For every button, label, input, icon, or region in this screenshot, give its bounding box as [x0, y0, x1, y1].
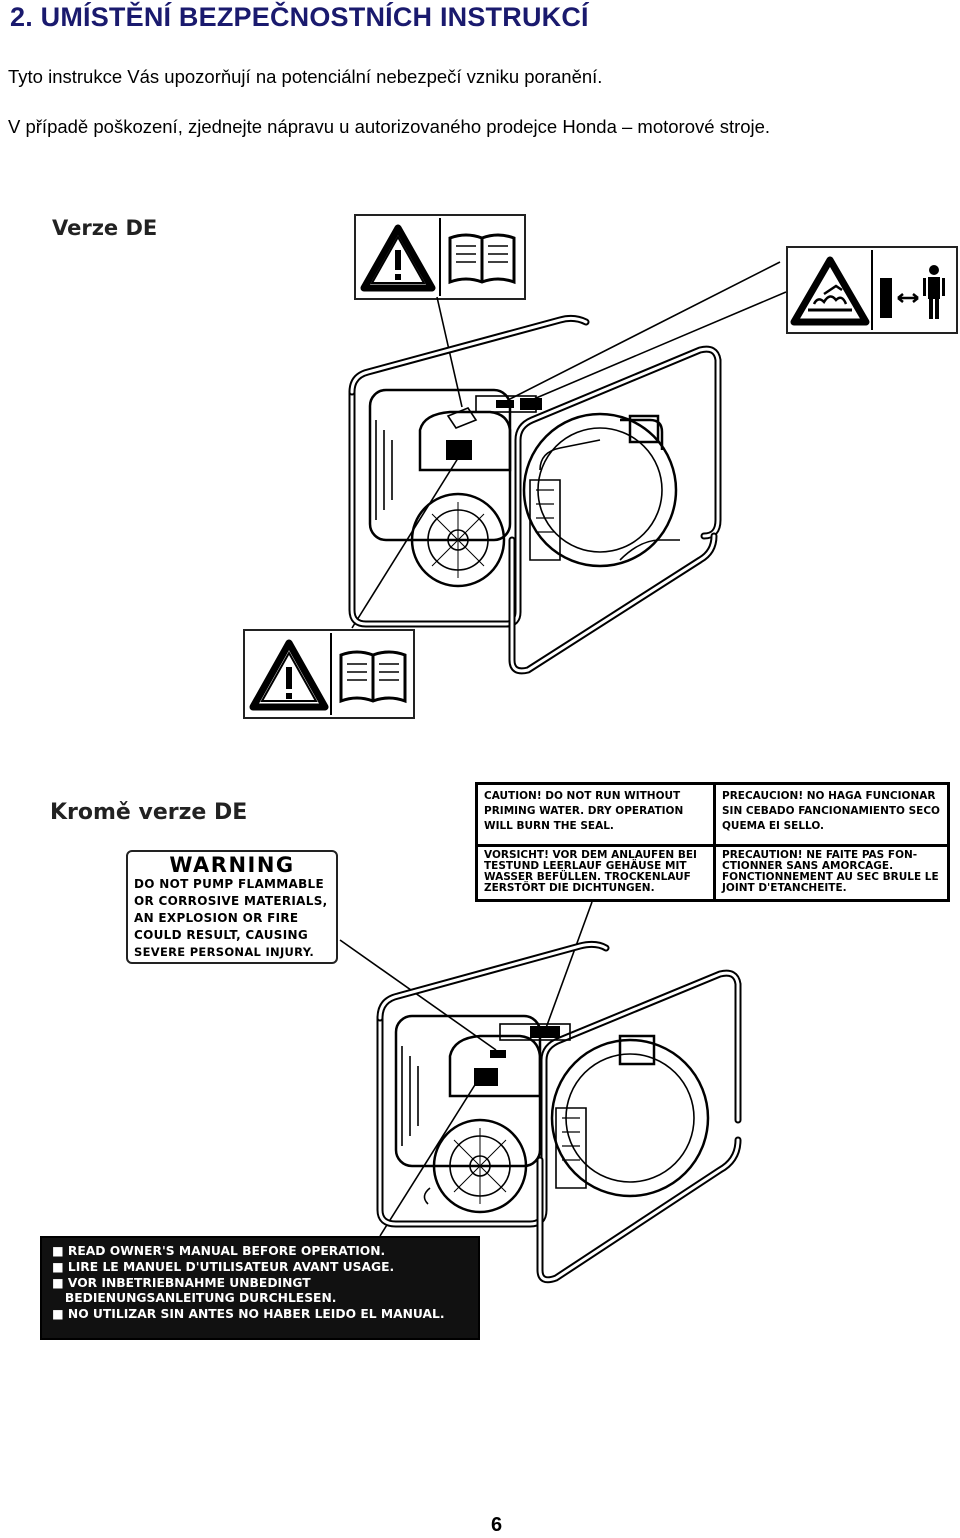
- caution-line: VORSICHT! VOR DEM ANLAUFEN BEI: [484, 849, 697, 861]
- hot-surface-icon: [790, 256, 870, 326]
- caution-line: WASSER BEFÜLLEN. TROCKENLAUF: [484, 871, 691, 883]
- caution-line: SIN CEBADO FANCIONAMIENTO SECO: [722, 805, 940, 817]
- caution-line: FONCTIONNEMENT AU SEC BRULE LE: [722, 871, 939, 883]
- caution-line: PRIMING WATER. DRY OPERATION: [484, 805, 684, 817]
- caution-decal: CAUTION! DO NOT RUN WITHOUT PRIMING WATE…: [475, 782, 950, 902]
- manual-notice-line: ■ NO UTILIZAR SIN ANTES NO HABER LEIDO E…: [52, 1307, 445, 1322]
- caution-line: QUEMA EI SELLO.: [722, 820, 825, 832]
- caution-line: JOINT D'ETANCHEITE.: [722, 882, 847, 894]
- warning-line: AN EXPLOSION OR FIRE: [134, 911, 299, 925]
- version-de-label: Verze DE: [52, 216, 158, 240]
- page-number: 6: [491, 1514, 503, 1536]
- warning-triangle-icon: [249, 639, 329, 711]
- caution-cell-fr: PRECAUTION! NE FAITE PAS FON- CTIONNER S…: [716, 847, 947, 899]
- manual-book-icon: [339, 650, 407, 704]
- warning-line: OR CORROSIVE MATERIALS,: [134, 894, 328, 908]
- repair-note: V případě poškození, zjednejte nápravu u…: [8, 116, 771, 137]
- caution-line: PRECAUTION! NE FAITE PAS FON-: [722, 849, 918, 861]
- pump-illustration-de: [348, 261, 787, 675]
- caution-line: TESTUND LEERLAUF GEHÄUSE MIT: [484, 860, 687, 872]
- intro-text: Tyto instrukce Vás upozorňují na potenci…: [8, 66, 603, 87]
- caution-line: ZERSTÖRT DIE DICHTUNGEN.: [484, 882, 655, 894]
- caution-line: PRECAUCION! NO HAGA FUNCIONAR: [722, 790, 936, 802]
- caution-cell-es: PRECAUCION! NO HAGA FUNCIONAR SIN CEBADO…: [716, 785, 947, 847]
- decal-warning-manual-top: [354, 214, 526, 300]
- manual-notice-line: ■ VOR INBETRIEBNAHME UNBEDINGT: [52, 1275, 311, 1290]
- decal-hot-surface-distance: [786, 246, 958, 334]
- manual-notice-line: ■ READ OWNER'S MANUAL BEFORE OPERATION.: [52, 1244, 386, 1258]
- caution-cell-de: VORSICHT! VOR DEM ANLAUFEN BEI TESTUND L…: [478, 847, 716, 899]
- warning-decal: WARNING DO NOT PUMP FLAMMABLE OR CORROSI…: [126, 850, 338, 964]
- manual-notice-decal: ■ READ OWNER'S MANUAL BEFORE OPERATION. …: [40, 1236, 480, 1340]
- manual-book-icon: [448, 233, 516, 285]
- decal-warning-manual-bottom: [243, 629, 415, 719]
- caution-line: WILL BURN THE SEAL.: [484, 820, 614, 832]
- manual-notice-line: BEDIENUNGSANLEITUNG DURCHLESEN.: [52, 1291, 337, 1306]
- warning-line: DO NOT PUMP FLAMMABLE: [134, 877, 324, 891]
- page-title: 2. UMÍSTĚNÍ BEZPEČNOSTNÍCH INSTRUKCÍ: [10, 2, 589, 32]
- warning-heading: WARNING: [169, 853, 295, 877]
- warning-line: COULD RESULT, CAUSING: [134, 928, 309, 942]
- caution-line: CAUTION! DO NOT RUN WITHOUT: [484, 790, 681, 802]
- version-other-label: Kromě verze DE: [50, 800, 248, 825]
- caution-line: CTIONNER SANS AMORCAGE.: [722, 860, 894, 872]
- keep-distance-icon: [880, 265, 945, 319]
- manual-notice-line: ■ LIRE LE MANUEL D'UTILISATEUR AVANT USA…: [52, 1259, 395, 1274]
- warning-triangle-icon: [360, 224, 436, 292]
- caution-cell-en: CAUTION! DO NOT RUN WITHOUT PRIMING WATE…: [478, 785, 716, 847]
- pump-illustration-other: [339, 901, 742, 1284]
- warning-line: SEVERE PERSONAL INJURY.: [134, 945, 315, 959]
